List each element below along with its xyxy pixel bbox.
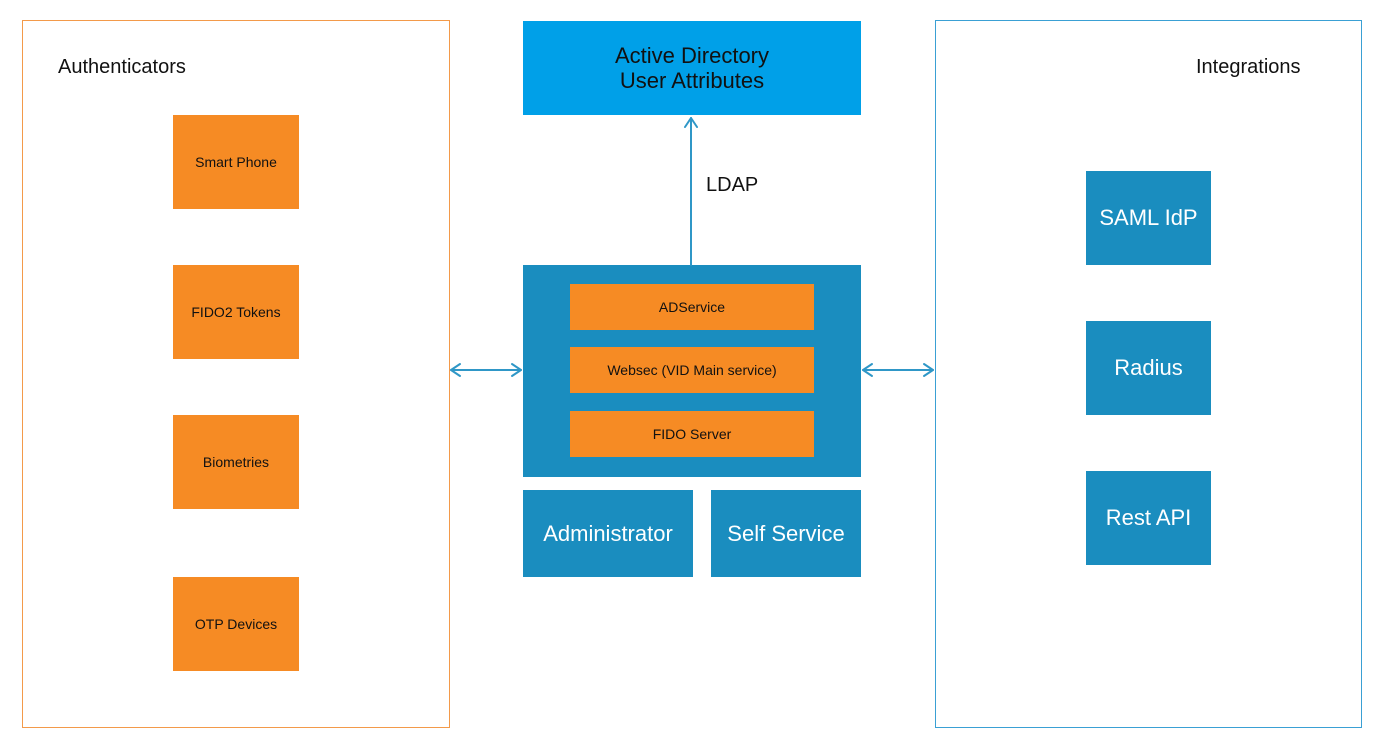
websec-box: Websec (VID Main service) xyxy=(570,347,814,393)
left-connector-head-right xyxy=(511,363,522,377)
smart-phone-box: Smart Phone xyxy=(173,115,299,209)
administrator-box: Administrator xyxy=(523,490,693,577)
directory-line-1: Active Directory xyxy=(614,43,770,68)
saml-idp-box: SAML IdP xyxy=(1086,171,1211,265)
directory-line-2: User Attributes xyxy=(619,68,765,93)
right-connector-head-right xyxy=(923,363,934,377)
left-connector-head-left xyxy=(450,363,461,377)
adservice-box: ADService xyxy=(570,284,814,330)
ldap-label: LDAP xyxy=(706,174,759,196)
fido2-tokens-box: FIDO2 Tokens xyxy=(173,265,299,359)
biometries-box: Biometries xyxy=(173,415,299,509)
otp-devices-box: OTP Devices xyxy=(173,577,299,671)
integrations-title: Integrations xyxy=(1196,56,1301,78)
ldap-arrow-head xyxy=(684,117,698,128)
rest-api-box: Rest API xyxy=(1086,471,1211,565)
self-service-box: Self Service xyxy=(711,490,861,577)
right-connector-head-left xyxy=(862,363,873,377)
authenticators-title: Authenticators xyxy=(58,56,186,78)
fido-server-box: FIDO Server xyxy=(570,411,814,457)
active-directory-box: Active Directory User Attributes xyxy=(523,21,861,115)
radius-box: Radius xyxy=(1086,321,1211,415)
